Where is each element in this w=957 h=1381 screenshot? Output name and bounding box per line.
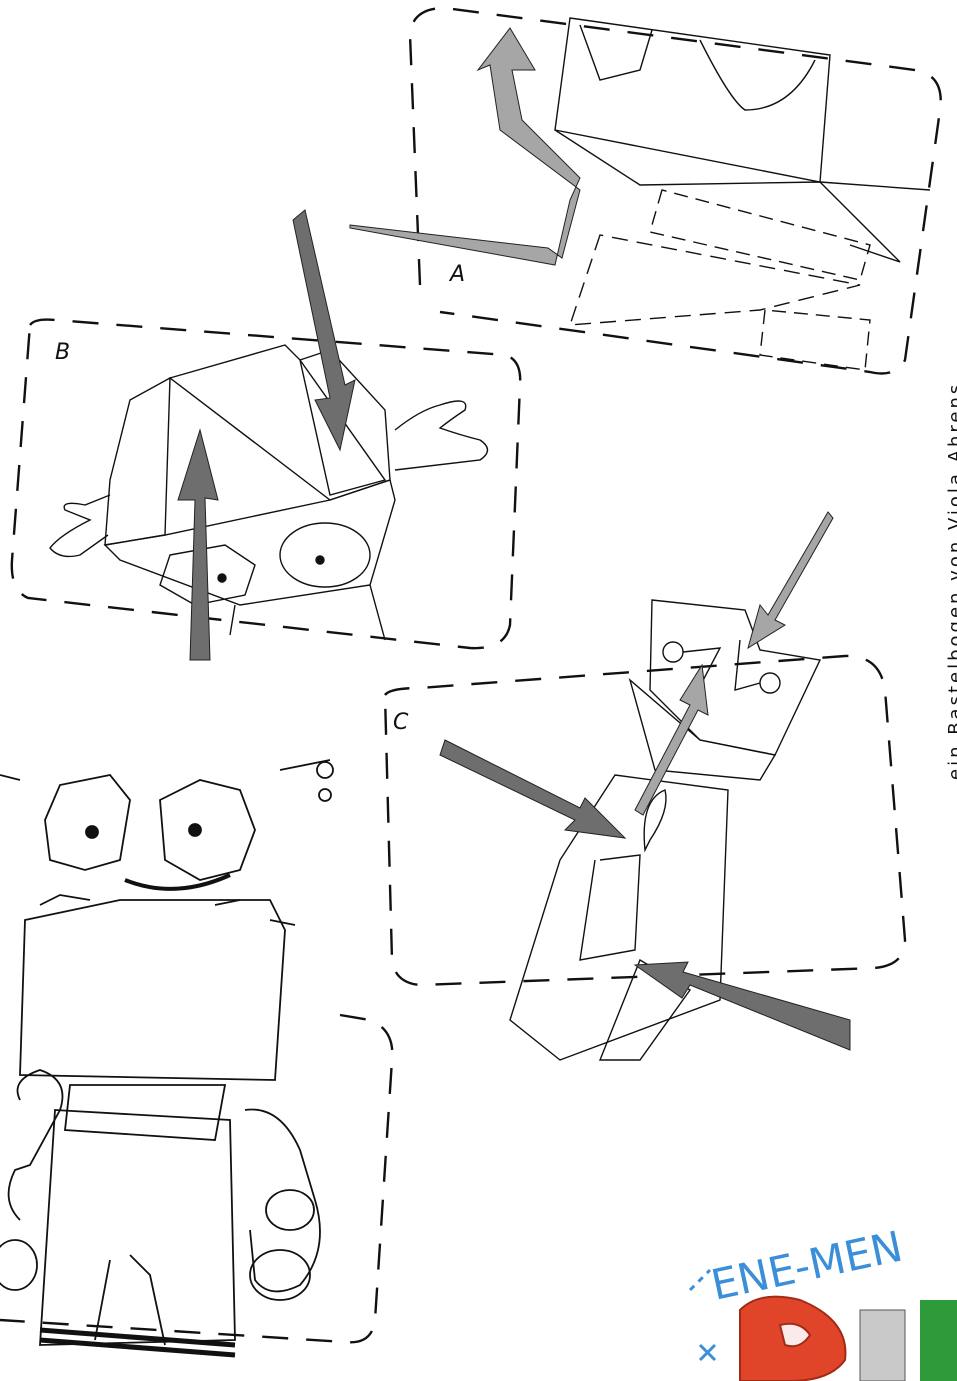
arrow-b-up-icon [178,430,218,660]
arrow-c3-icon [440,740,625,838]
arrow-c1-icon [748,512,833,648]
template-a [555,18,930,370]
arrow-a-icon [350,28,580,265]
label-step-c: C [393,710,408,735]
label-step-a: A [450,262,465,287]
head-b [50,345,488,640]
robot-figure [0,760,333,1355]
logo: ENE-MEN [690,1222,957,1381]
label-step-b: B [55,340,70,365]
frame-b [12,320,520,649]
frame-d [0,1015,392,1342]
credit-text: ein Bastelbogen von Viola Ahrens [945,382,957,780]
svg-text:ENE-MEN: ENE-MEN [707,1222,907,1310]
arrow-b-down-icon [293,210,355,450]
arrow-c4-icon [635,962,850,1050]
